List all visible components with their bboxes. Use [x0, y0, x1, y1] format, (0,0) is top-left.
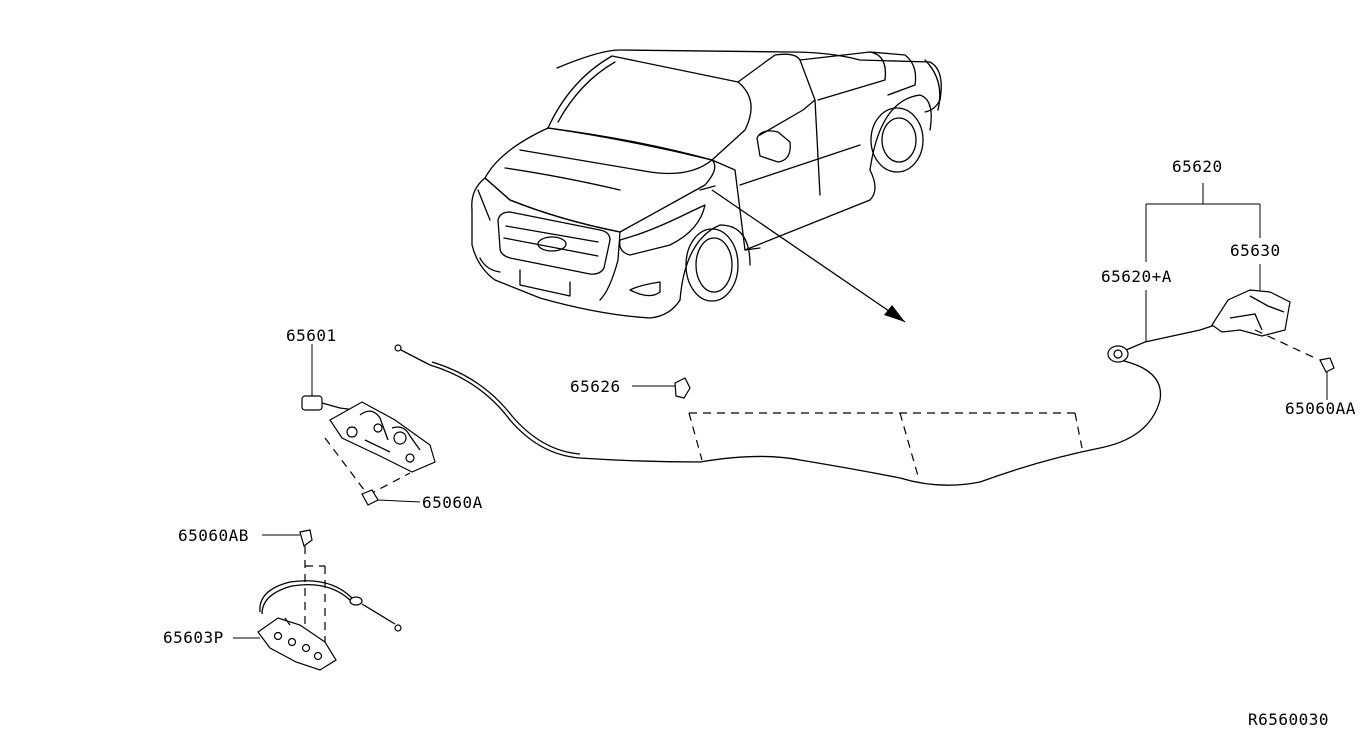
part-label-65603p: 65603P — [163, 628, 224, 647]
part-label-65060aa: 65060AA — [1285, 399, 1356, 418]
part-label-65601: 65601 — [286, 326, 337, 345]
vehicle-illustration — [471, 49, 942, 323]
hood-lock-cable — [394, 344, 1162, 486]
hood-release-handle — [1107, 183, 1335, 400]
part-label-65626: 65626 — [570, 377, 621, 396]
part-label-65060a: 65060A — [422, 493, 483, 512]
part-label-65620: 65620 — [1172, 157, 1223, 176]
secondary-latch — [233, 529, 402, 671]
part-label-65060ab: 65060AB — [178, 526, 249, 545]
diagram-code: R6560030 — [1248, 710, 1330, 729]
part-label-65620-a: 65620+A — [1101, 267, 1172, 286]
hood-lock-assembly — [301, 344, 436, 506]
part-label-65630: 65630 — [1230, 241, 1281, 260]
